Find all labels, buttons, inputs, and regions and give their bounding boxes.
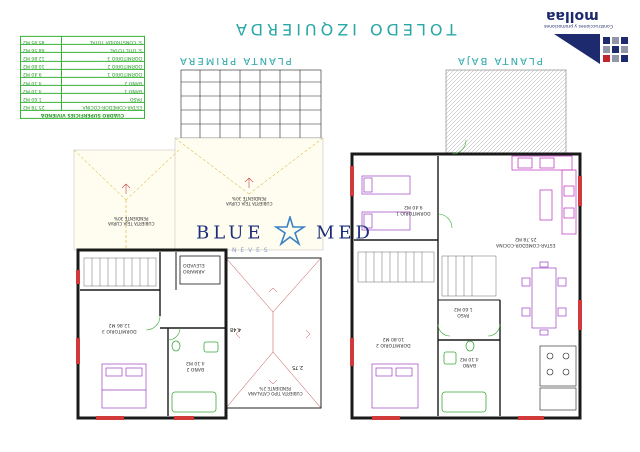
windows-first xyxy=(76,270,194,420)
roof-text: CUBIERTA TIPO CATALANA xyxy=(248,391,303,396)
bed-dormitorio-1 xyxy=(361,175,411,231)
doors-first xyxy=(145,315,181,341)
room-label-bano-2: BAÑO 2 4.10 M2 xyxy=(186,360,205,372)
roof-label-catalan: CUBIERTA TIPO CATALANA PENDIENTE 2% xyxy=(248,386,303,396)
logo-mark-icon xyxy=(554,34,628,64)
dimension-2: 2.75 xyxy=(292,364,304,370)
watermark-text-left: BLUE xyxy=(196,222,265,244)
starfish-icon xyxy=(273,214,307,251)
porch xyxy=(445,69,567,155)
room-name: ARMARIO xyxy=(183,268,205,273)
stair-first xyxy=(83,257,157,287)
bed-dormitorio-2 xyxy=(371,363,419,409)
room-label-dormitorio-1: DORMITORIO 1 9.40 M2 xyxy=(396,204,431,216)
roof-left xyxy=(73,149,180,251)
dimension-1: 4.48 xyxy=(230,326,242,332)
pergola xyxy=(180,69,322,139)
room-name: DORMITORIO 2 xyxy=(376,342,411,347)
bed-dormitorio-3 xyxy=(101,363,147,409)
room-name: PASO xyxy=(457,312,470,317)
room-area: 1.60 M2 xyxy=(454,306,473,312)
roof-detail: PENDIENTE 30% xyxy=(114,216,149,221)
windows-ground xyxy=(350,166,582,420)
roof-text: CUBIERTA TEJA CURVA xyxy=(226,201,273,206)
roof-label-left: CUBIERTA TEJA CURVA PENDIENTE 30% xyxy=(108,216,154,226)
bath-ground xyxy=(441,340,487,413)
roof-detail: PENDIENTE 30% xyxy=(232,196,267,201)
dining-table xyxy=(521,261,567,336)
watermark-text-right: MED xyxy=(315,222,374,244)
first-floor-walls xyxy=(76,248,228,420)
room-label-estar: ESTAR-COMEDOR-COCINA 25.78 M2 xyxy=(496,236,556,248)
bath-2 xyxy=(171,340,219,413)
roof-catalan xyxy=(225,257,322,409)
ground-floor-plan xyxy=(350,69,582,420)
doors-ground xyxy=(437,139,501,337)
appliances xyxy=(539,345,577,411)
room-area: ELEVADO xyxy=(183,262,205,268)
room-area: 4.10 M2 xyxy=(460,356,479,362)
room-name: DORMITORIO 1 xyxy=(396,210,431,215)
room-name: BAÑO 2 xyxy=(186,366,205,371)
roof-text: CUBIERTA TEJA CURVA xyxy=(108,221,155,226)
room-label-armario: ARMARIO ELEVADO xyxy=(183,262,205,274)
room-area: 4.10 M2 xyxy=(186,360,205,366)
closet xyxy=(179,255,221,285)
room-label-paso: PASO 1.60 M2 xyxy=(454,306,473,318)
room-label-dormitorio-2: DORMITORIO 2 10.80 M2 xyxy=(376,336,411,348)
kitchen-units xyxy=(511,155,577,235)
ground-floor-walls xyxy=(350,152,582,420)
company-logo: mollaa Construcciones y promociones xyxy=(542,6,634,68)
room-name: DORMITORIO 3 xyxy=(102,328,137,333)
room-label-bano: BAÑO 4.10 M2 xyxy=(460,356,479,368)
room-label-dormitorio-3: DORMITORIO 3 12.86 M2 xyxy=(102,322,137,334)
watermark-subtext: N E V E S xyxy=(232,247,269,254)
stair-ground xyxy=(357,251,497,297)
watermark-logo: BLUE MED xyxy=(196,214,374,251)
room-name: ESTAR-COMEDOR-COCINA xyxy=(496,242,556,247)
room-name: BAÑO xyxy=(462,362,476,367)
roof-label-center: CUBIERTA TEJA CURVA PENDIENTE 30% xyxy=(226,196,272,206)
